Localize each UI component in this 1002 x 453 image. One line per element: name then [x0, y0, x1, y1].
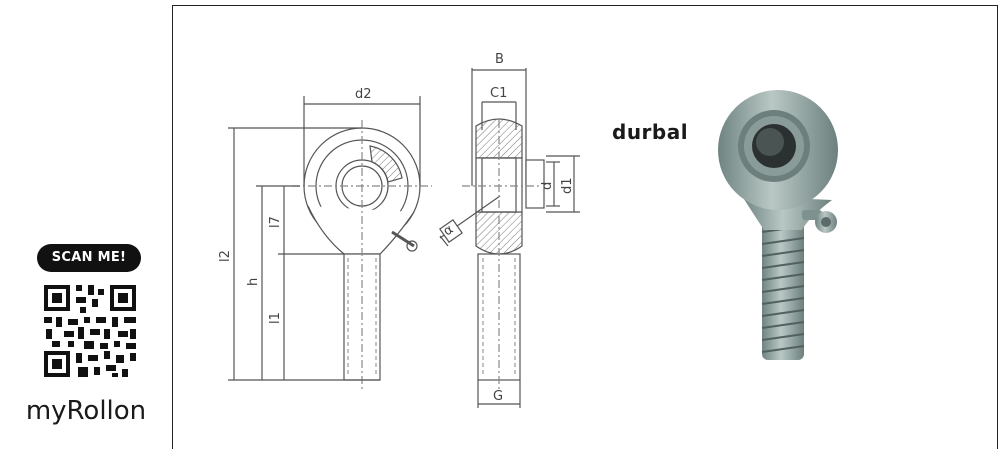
dim-l2: l2: [218, 250, 233, 262]
dim-d1: d1: [560, 177, 575, 194]
drawing-frame: [172, 5, 998, 449]
dim-g: G: [493, 389, 503, 404]
front-view-labels: d2 l2 h l7 l1: [218, 87, 372, 324]
dim-h: h: [246, 278, 261, 286]
dim-c1: C1: [490, 86, 507, 101]
dim-l7: l7: [268, 216, 283, 228]
durbal-logo: durbal: [612, 120, 689, 144]
side-view: [439, 68, 580, 408]
dim-d: d: [540, 182, 555, 190]
qr-code-icon[interactable]: [42, 283, 138, 379]
side-view-labels: B C1 d d1 α G: [441, 52, 575, 404]
front-view: [228, 96, 432, 390]
dim-b: B: [495, 52, 504, 67]
dim-l1: l1: [268, 312, 283, 324]
scan-me-badge: SCAN ME!: [37, 244, 141, 272]
qr-panel: SCAN ME! myRollon: [0, 0, 172, 453]
dim-d2: d2: [355, 87, 372, 102]
myrollon-label: myRollon: [25, 396, 147, 426]
rod-end-photo: [718, 90, 838, 360]
